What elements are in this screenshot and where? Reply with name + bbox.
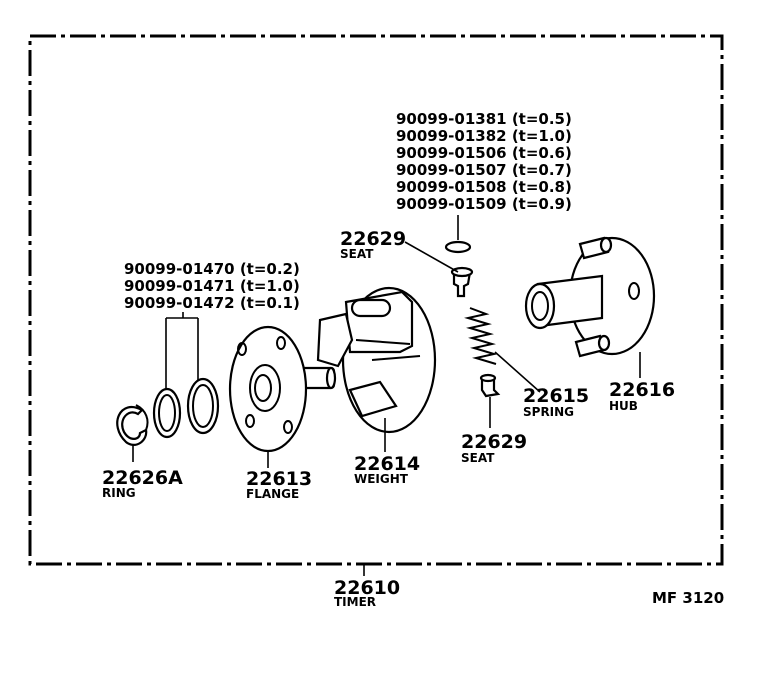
part-name-upper-seat: SEAT — [340, 247, 374, 261]
part-number-flange: 22613 — [246, 468, 312, 490]
figure-code: MF 3120 — [652, 589, 724, 607]
flange-shim-bracket — [165, 312, 199, 392]
seat-shim-list: 90099-01381 (t=0.5) 90099-01382 (t=1.0) … — [396, 110, 572, 213]
part-name-lower-seat: SEAT — [461, 451, 495, 465]
lower-seat-part — [479, 373, 501, 398]
part-name-spring: SPRING — [523, 405, 574, 419]
part-number-lower-seat: 22629 — [461, 431, 527, 453]
shim-washers — [152, 377, 220, 439]
assembly-boundary — [28, 34, 724, 566]
spring-part — [464, 307, 498, 365]
upper-seat-part — [450, 266, 474, 298]
seat-shim-item: 90099-01382 (t=1.0) — [396, 127, 572, 145]
hub-part — [524, 236, 656, 358]
part-number-hub: 22616 — [609, 379, 675, 401]
upper-seat-leader — [404, 241, 459, 273]
flange-shim-item: 90099-01472 (t=0.1) — [124, 294, 300, 312]
part-name-ring: RING — [102, 486, 136, 500]
seat-shim-washer — [444, 240, 472, 254]
flange-shim-item: 90099-01471 (t=1.0) — [124, 277, 300, 295]
ring-part — [116, 404, 149, 446]
part-number-spring: 22615 — [523, 385, 589, 407]
part-number-timer: 22610 — [334, 577, 400, 599]
seat-shim-item: 90099-01509 (t=0.9) — [396, 195, 572, 213]
seat-shim-item: 90099-01507 (t=0.7) — [396, 161, 572, 179]
seat-shim-item: 90099-01381 (t=0.5) — [396, 110, 572, 128]
flange-shim-list: 90099-01470 (t=0.2) 90099-01471 (t=1.0) … — [124, 260, 300, 312]
part-name-weight: WEIGHT — [354, 472, 409, 486]
seat-shim-item: 90099-01506 (t=0.6) — [396, 144, 572, 162]
part-number-ring: 22626A — [102, 467, 183, 489]
flange-shim-item: 90099-01470 (t=0.2) — [124, 260, 300, 278]
part-number-upper-seat: 22629 — [340, 228, 406, 250]
part-name-flange: FLANGE — [246, 487, 299, 501]
part-number-weight: 22614 — [354, 453, 420, 475]
part-name-timer: TIMER — [334, 595, 376, 609]
seat-shim-item: 90099-01508 (t=0.8) — [396, 178, 572, 196]
flange-part — [228, 325, 337, 453]
part-name-hub: HUB — [609, 399, 638, 413]
weight-part — [316, 286, 437, 434]
spring-leader — [494, 351, 541, 393]
